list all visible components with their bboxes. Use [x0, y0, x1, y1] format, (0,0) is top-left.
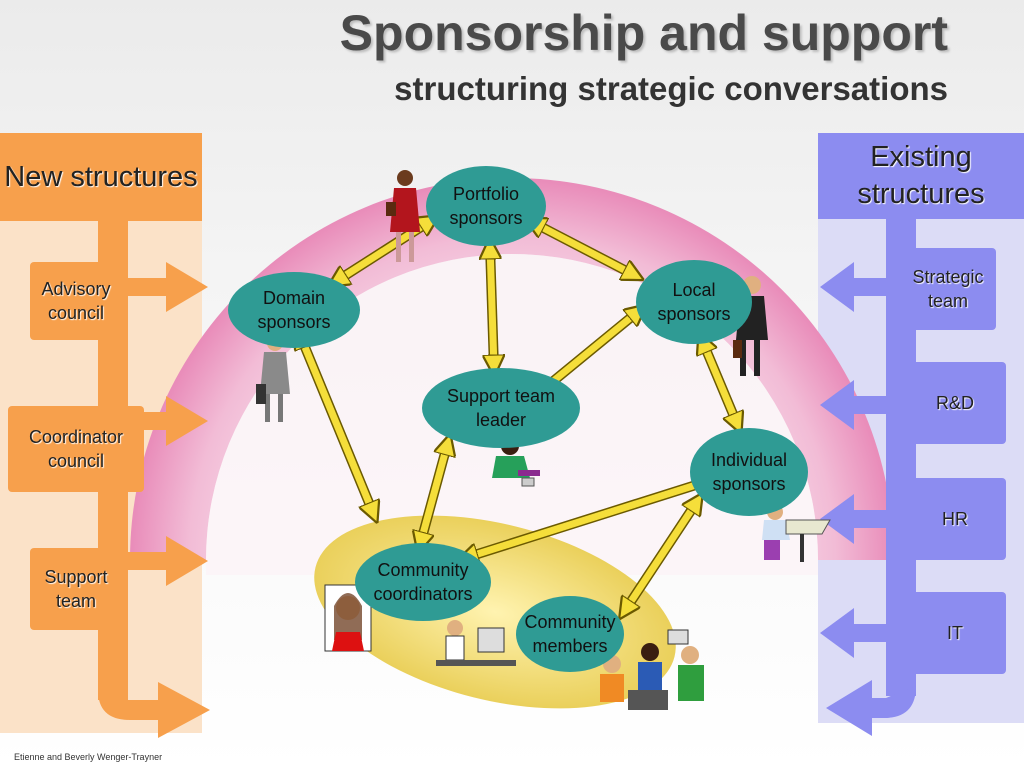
- arrow-support-coordinators: [420, 442, 448, 545]
- page-title: Sponsorship and support: [339, 5, 948, 61]
- support-team-box: Support team: [30, 548, 122, 630]
- new-structures-heading: New structures: [0, 133, 202, 221]
- support-team-leader-node: Support team leader: [422, 368, 580, 448]
- hr-box: HR: [904, 478, 1006, 560]
- local-sponsors-node: Local sponsors: [636, 260, 752, 344]
- existing-structures-heading: Existing structures: [818, 133, 1024, 219]
- page-subtitle: structuring strategic conversations: [394, 70, 948, 107]
- credit-text: Etienne and Beverly Wenger-Trayner: [14, 752, 163, 762]
- individual-sponsor-figure: [762, 504, 831, 562]
- arrow-individual-members: [624, 500, 698, 612]
- arrow-local-support: [540, 310, 640, 392]
- support-team-leader-label: Support team leader: [446, 386, 556, 430]
- connector-arrows: [300, 220, 738, 612]
- portfolio-sponsor-figure: [386, 170, 420, 262]
- rnd-box: R&D: [904, 362, 1006, 444]
- community-coordinators-label: Community coordinators: [373, 560, 473, 604]
- portfolio-sponsors-node: Portfolio sponsors: [426, 166, 546, 246]
- advisory-council-box: Advisory council: [30, 262, 122, 340]
- arrow-domain-coordinators: [300, 335, 374, 515]
- individual-sponsors-label: Individual sponsors: [710, 450, 788, 494]
- arrow-portfolio-local: [532, 222, 636, 276]
- portfolio-sponsors-label: Portfolio sponsors: [449, 184, 523, 228]
- arrow-portfolio-support: [490, 246, 494, 368]
- strategic-team-box: Strategic team: [900, 248, 996, 330]
- it-box: IT: [904, 592, 1006, 674]
- community-members-label: Community members: [524, 612, 616, 656]
- individual-sponsors-node: Individual sponsors: [690, 428, 808, 516]
- coordinator-portrait: [324, 584, 372, 652]
- community-coordinators-node: Community coordinators: [355, 543, 491, 621]
- domain-sponsors-node: Domain sponsors: [228, 272, 360, 348]
- coordinator-council-box: Coordinator council: [8, 406, 144, 492]
- community-members-node: Community members: [516, 596, 624, 672]
- arrow-local-individual: [702, 340, 738, 426]
- local-sponsors-label: Local sponsors: [657, 280, 731, 324]
- desk-worker-figure: [436, 620, 516, 666]
- domain-sponsors-label: Domain sponsors: [257, 288, 331, 332]
